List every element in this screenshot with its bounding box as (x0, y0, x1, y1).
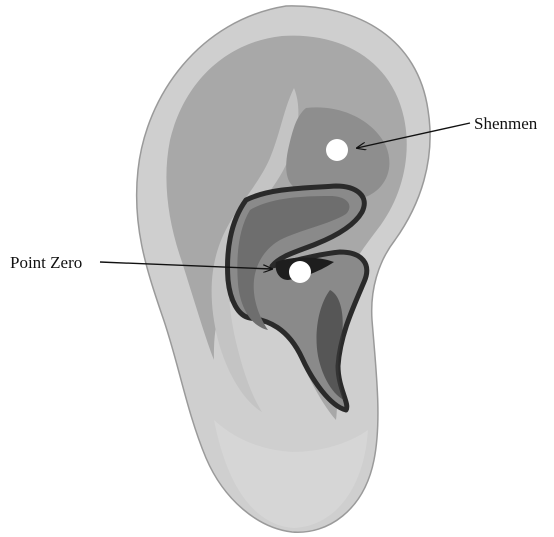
shenmen-point-marker (326, 139, 348, 161)
point-zero-marker (289, 261, 311, 283)
shenmen-label: Shenmen (474, 114, 538, 133)
point-zero-label: Point Zero (10, 253, 82, 272)
